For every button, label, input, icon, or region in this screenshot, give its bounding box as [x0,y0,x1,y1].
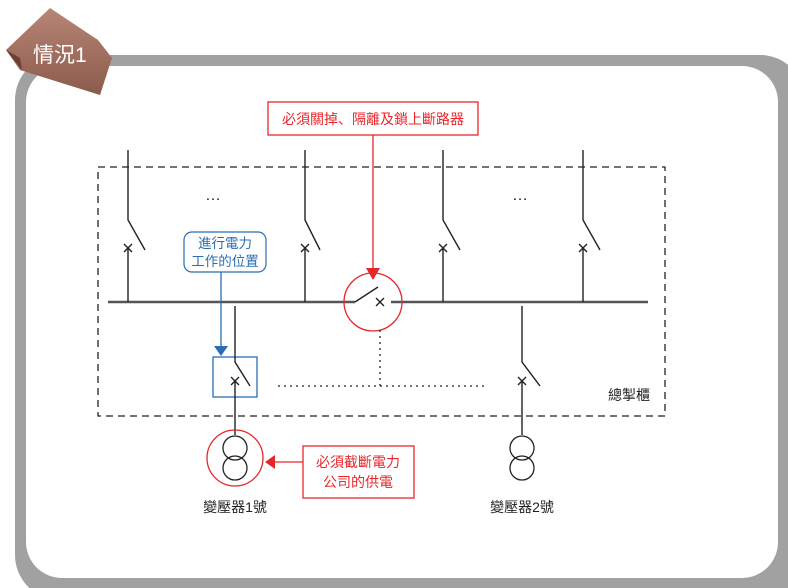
feeder-2-switch [517,306,541,435]
transformer-2-label: 變壓器2號 [490,499,554,515]
dotted-interlock-line [278,330,485,387]
cut-supply-line2: 公司的供電 [323,474,393,490]
scenario-tag: 情況1 [6,8,112,95]
work-position-box [183,231,267,273]
bus-breaker [343,272,403,332]
panel-label: 總掣櫃 [608,387,650,403]
outgoing-switches [123,150,601,302]
transformer-1-symbol [222,435,248,481]
ellipsis-right: … [512,187,528,204]
transformer-2-symbol [509,435,535,481]
transformer-1-highlight [206,429,264,487]
ellipsis-left: … [205,187,221,204]
arrow-down-blue-icon [214,346,228,356]
work-position-line2: 工作的位置 [191,254,259,269]
cut-supply-line1: 必須截斷電力 [316,454,400,470]
arrow-down-red-icon [366,268,380,280]
work-position-line1: 進行電力 [198,236,252,251]
cut-supply-box [302,445,415,499]
breaker-note: 必須關掉、隔離及鎖上斷路器 [282,111,464,127]
inner-panel [26,66,778,578]
arrow-left-red-icon [265,455,275,469]
breaker-note-box [267,101,479,136]
feeder-1-switch [230,306,251,435]
transformer-1-label: 變壓器1號 [203,499,267,515]
scenario-tag-label: 情況1 [33,44,87,67]
